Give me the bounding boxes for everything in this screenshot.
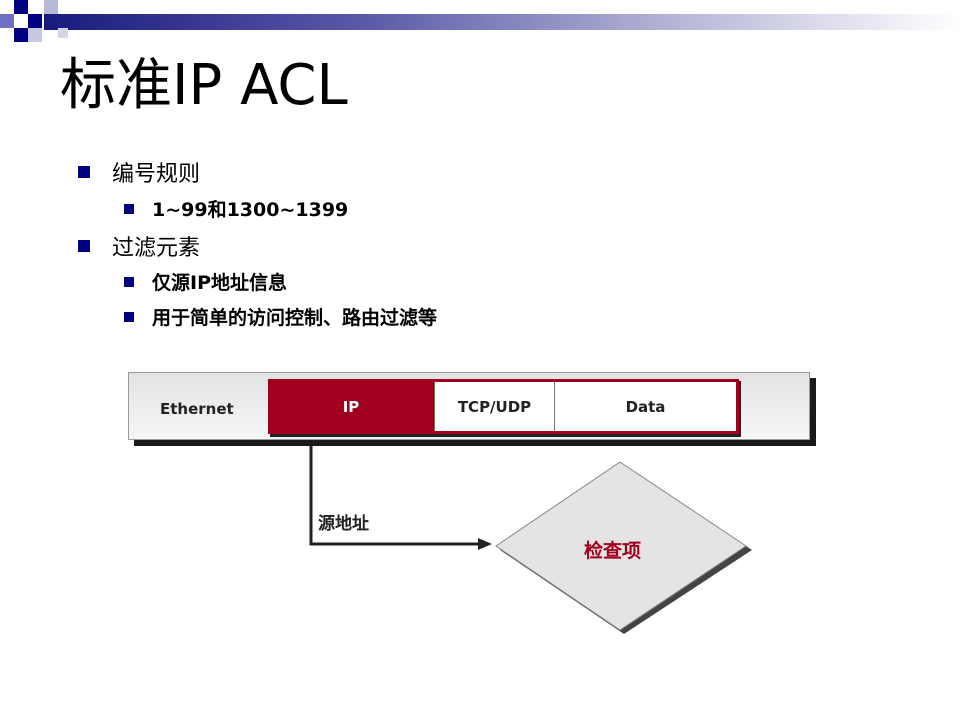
- square-bullet-icon: [124, 203, 134, 214]
- square-bullet-icon: [78, 240, 90, 252]
- ip-label: IP: [342, 397, 360, 416]
- header-square-decoration: [58, 28, 68, 38]
- source-address-label: 源地址: [318, 514, 369, 534]
- tcp-udp-label: TCP/UDP: [457, 397, 532, 416]
- header-square-decoration: [14, 0, 28, 14]
- bullet-text: 过滤元素: [112, 236, 201, 261]
- sub-bullet-source-ip-only: 仅源IP地址信息: [124, 268, 287, 295]
- header-square-decoration: [44, 0, 58, 14]
- header-square-decoration: [28, 14, 42, 28]
- sub-bullet-number-range: 1~99和1300~1399: [124, 195, 348, 222]
- bullet-text: 用于简单的访问控制、路由过滤等: [152, 307, 438, 329]
- check-item-label: 检查项: [584, 540, 642, 562]
- bullet-text: 1~99和1300~1399: [152, 199, 349, 221]
- arrowhead-icon: [478, 538, 492, 550]
- bullet-filter-elements: 过滤元素: [78, 230, 200, 262]
- bullet-text: 仅源IP地址信息: [152, 272, 287, 294]
- header-square-decoration: [14, 28, 28, 42]
- square-bullet-icon: [124, 311, 134, 322]
- tcp-udp-segment: TCP/UDP: [434, 382, 554, 431]
- square-bullet-icon: [124, 276, 134, 287]
- data-label: Data: [625, 397, 666, 416]
- ethernet-label: Ethernet: [160, 400, 234, 418]
- bullet-text: 编号规则: [112, 162, 201, 187]
- sub-bullet-usage: 用于简单的访问控制、路由过滤等: [124, 303, 437, 330]
- bullet-numbering-rule: 编号规则: [78, 156, 200, 188]
- slide-title: 标准IP ACL: [60, 53, 348, 118]
- ip-segment: IP: [268, 379, 434, 434]
- data-segment: Data: [554, 382, 736, 431]
- header-square-decoration: [28, 28, 42, 42]
- square-bullet-icon: [78, 166, 90, 178]
- header-square-decoration: [0, 14, 14, 28]
- header-gradient-bar: [44, 14, 960, 30]
